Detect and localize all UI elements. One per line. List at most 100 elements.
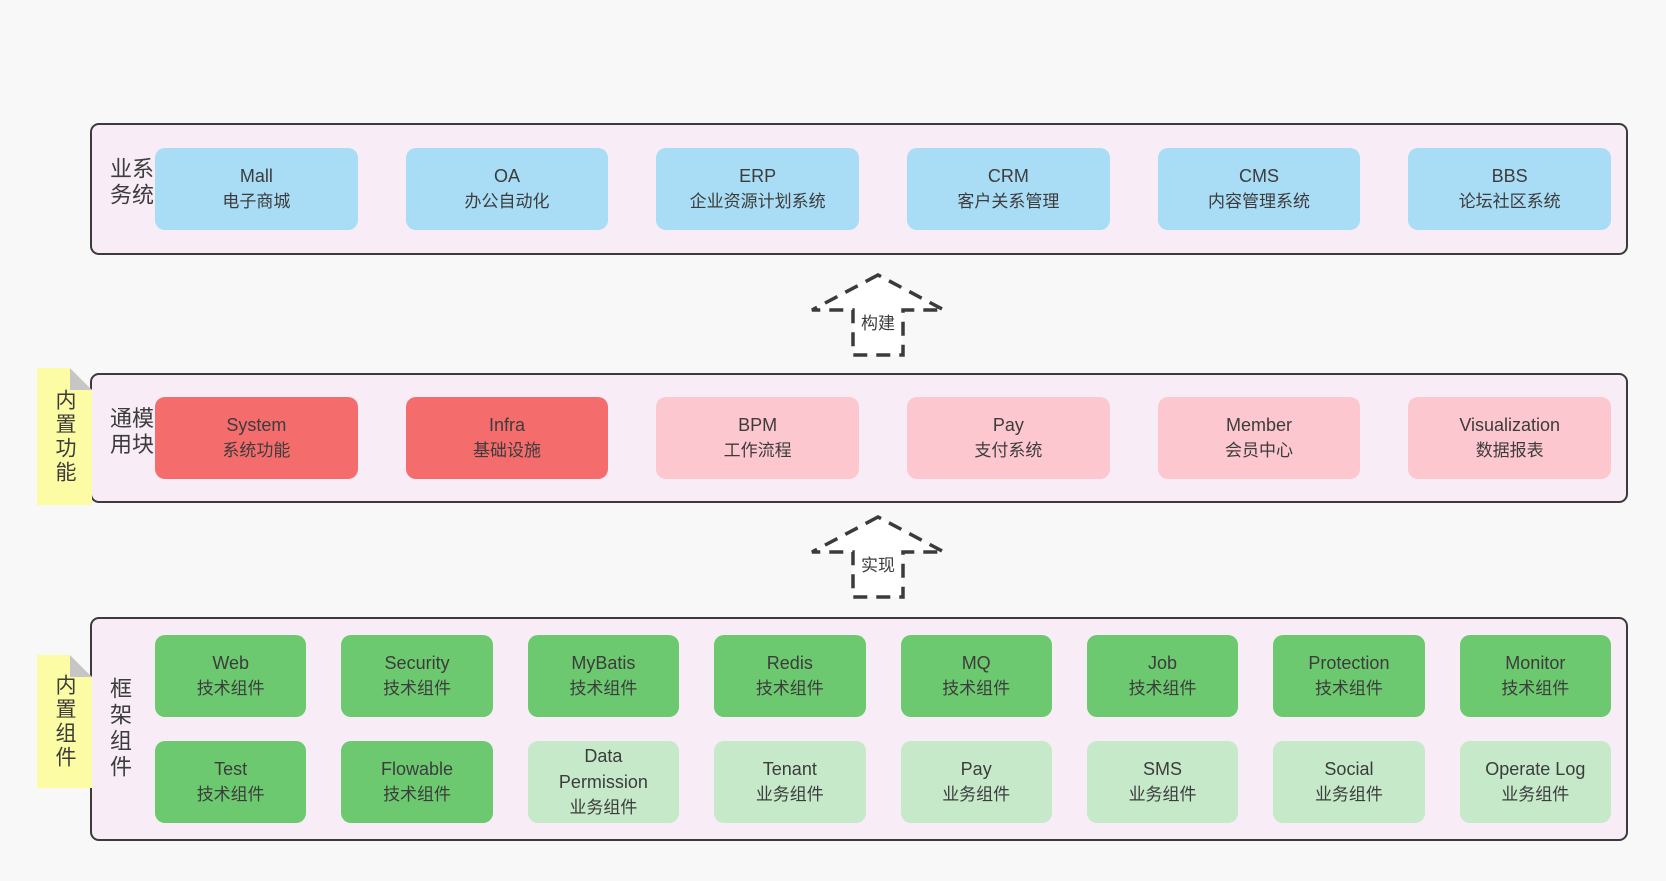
component-desc: 会员中心 <box>1225 441 1294 460</box>
component-name: System <box>226 415 287 435</box>
component-box-flowable: Flowable 技术组件 <box>341 741 493 823</box>
component-name: Member <box>1226 415 1293 435</box>
component-box-bbs: BBS 论坛社区系统 <box>1408 148 1612 230</box>
component-desc: 办公自动化 <box>464 192 550 211</box>
component-desc: 技术组件 <box>383 679 452 698</box>
component-desc: 技术组件 <box>1128 679 1197 698</box>
component-desc: 电子商城 <box>222 192 291 211</box>
component-name: Infra <box>488 415 526 435</box>
component-box-visualization: Visualization 数据报表 <box>1408 397 1612 479</box>
component-name: Security <box>384 653 450 673</box>
component-desc: 业务组件 <box>1128 785 1197 804</box>
layer-business-systems: 业务系统 Mall 电子商城 OA 办公自动化 ERP 企业资源计划系统 CRM 客户关系管理… <box>90 123 1628 255</box>
component-name: Monitor <box>1505 653 1566 673</box>
component-name: BPM <box>738 415 778 435</box>
implement-arrow: 实现 <box>808 514 948 600</box>
component-desc: 工作流程 <box>723 441 792 460</box>
component-box-data-permission: Data Permission 业务组件 <box>527 741 680 823</box>
component-box-tenant: Tenant 业务组件 <box>714 741 866 823</box>
component-desc: 技术组件 <box>1314 679 1383 698</box>
component-box-job: Job 技术组件 <box>1086 635 1239 717</box>
component-box-social: Social 业务组件 <box>1273 741 1425 823</box>
component-desc: 业务组件 <box>755 785 824 804</box>
component-name: CMS <box>1239 166 1280 186</box>
component-name: Pay <box>992 415 1024 435</box>
component-desc: 技术组件 <box>196 785 265 804</box>
component-desc: 技术组件 <box>569 679 638 698</box>
component-box-erp: ERP 企业资源计划系统 <box>656 148 860 230</box>
note-fold-corner-icon <box>70 655 92 677</box>
component-box-redis: Redis 技术组件 <box>714 635 866 717</box>
build-arrow-label: 构建 <box>857 308 899 335</box>
component-box-web: Web 技术组件 <box>155 635 307 717</box>
component-name: CRM <box>987 166 1029 186</box>
component-name: Tenant <box>762 759 817 779</box>
sticky-note-built-in-features: 内置功能 <box>37 368 92 505</box>
component-name: Visualization <box>1459 415 1561 435</box>
component-box-mq: MQ 技术组件 <box>900 635 1052 717</box>
component-box-crm: CRM 客户关系管理 <box>907 148 1110 230</box>
component-desc: 论坛社区系统 <box>1458 192 1561 211</box>
component-desc: 业务组件 <box>1501 785 1570 804</box>
layer-label-business-systems: 业务系统 <box>107 157 154 209</box>
component-desc: 客户关系管理 <box>957 192 1060 211</box>
component-name: Social <box>1324 759 1374 779</box>
component-name: ERP <box>739 166 777 186</box>
component-desc: 技术组件 <box>942 679 1011 698</box>
component-box-sms: SMS 业务组件 <box>1086 741 1239 823</box>
component-box-mall: Mall 电子商城 <box>155 148 358 230</box>
sticky-note-text: 内置功能 <box>53 388 76 485</box>
component-desc: 支付系统 <box>974 441 1043 460</box>
component-box-pay: Pay 业务组件 <box>900 741 1052 823</box>
component-desc: 业务组件 <box>1314 785 1383 804</box>
component-box-protection: Protection 技术组件 <box>1273 635 1425 717</box>
component-name: Mall <box>239 166 273 186</box>
component-desc: 技术组件 <box>383 785 452 804</box>
component-name: Web <box>212 653 250 673</box>
component-desc: 技术组件 <box>755 679 824 698</box>
component-name: Operate Log <box>1485 759 1586 779</box>
component-box-operate-log: Operate Log 业务组件 <box>1459 741 1611 823</box>
component-name: SMS <box>1143 759 1183 779</box>
component-name: Redis <box>766 653 813 673</box>
component-name: Flowable <box>381 759 454 779</box>
sticky-note-built-in-components: 内置组件 <box>37 655 92 788</box>
component-name: MyBatis <box>571 653 636 673</box>
component-box-bpm: BPM 工作流程 <box>656 397 860 479</box>
component-name: Job <box>1148 653 1178 673</box>
component-box-security: Security 技术组件 <box>341 635 493 717</box>
component-desc: 企业资源计划系统 <box>689 192 826 211</box>
component-name: Protection <box>1308 653 1390 673</box>
build-arrow: 构建 <box>808 272 948 358</box>
component-name: Pay <box>960 759 992 779</box>
component-desc: 技术组件 <box>196 679 265 698</box>
component-name: MQ <box>961 653 991 673</box>
component-name: Test <box>214 759 248 779</box>
note-fold-corner-icon <box>70 368 92 390</box>
layer-label-common-modules: 通用模块 <box>107 406 154 459</box>
component-desc: 数据报表 <box>1475 441 1544 460</box>
component-desc: 系统功能 <box>222 441 291 460</box>
component-desc: 业务组件 <box>942 785 1011 804</box>
component-desc: 业务组件 <box>569 798 638 817</box>
component-name: Data Permission <box>558 746 648 792</box>
component-name: OA <box>494 166 521 186</box>
sticky-note-text: 内置组件 <box>53 673 76 770</box>
implement-arrow-label: 实现 <box>857 550 899 577</box>
component-box-system: System 系统功能 <box>155 397 358 479</box>
component-name: BBS <box>1491 166 1528 186</box>
component-box-member: Member 会员中心 <box>1157 397 1361 479</box>
component-box-pay: Pay 支付系统 <box>907 397 1110 479</box>
